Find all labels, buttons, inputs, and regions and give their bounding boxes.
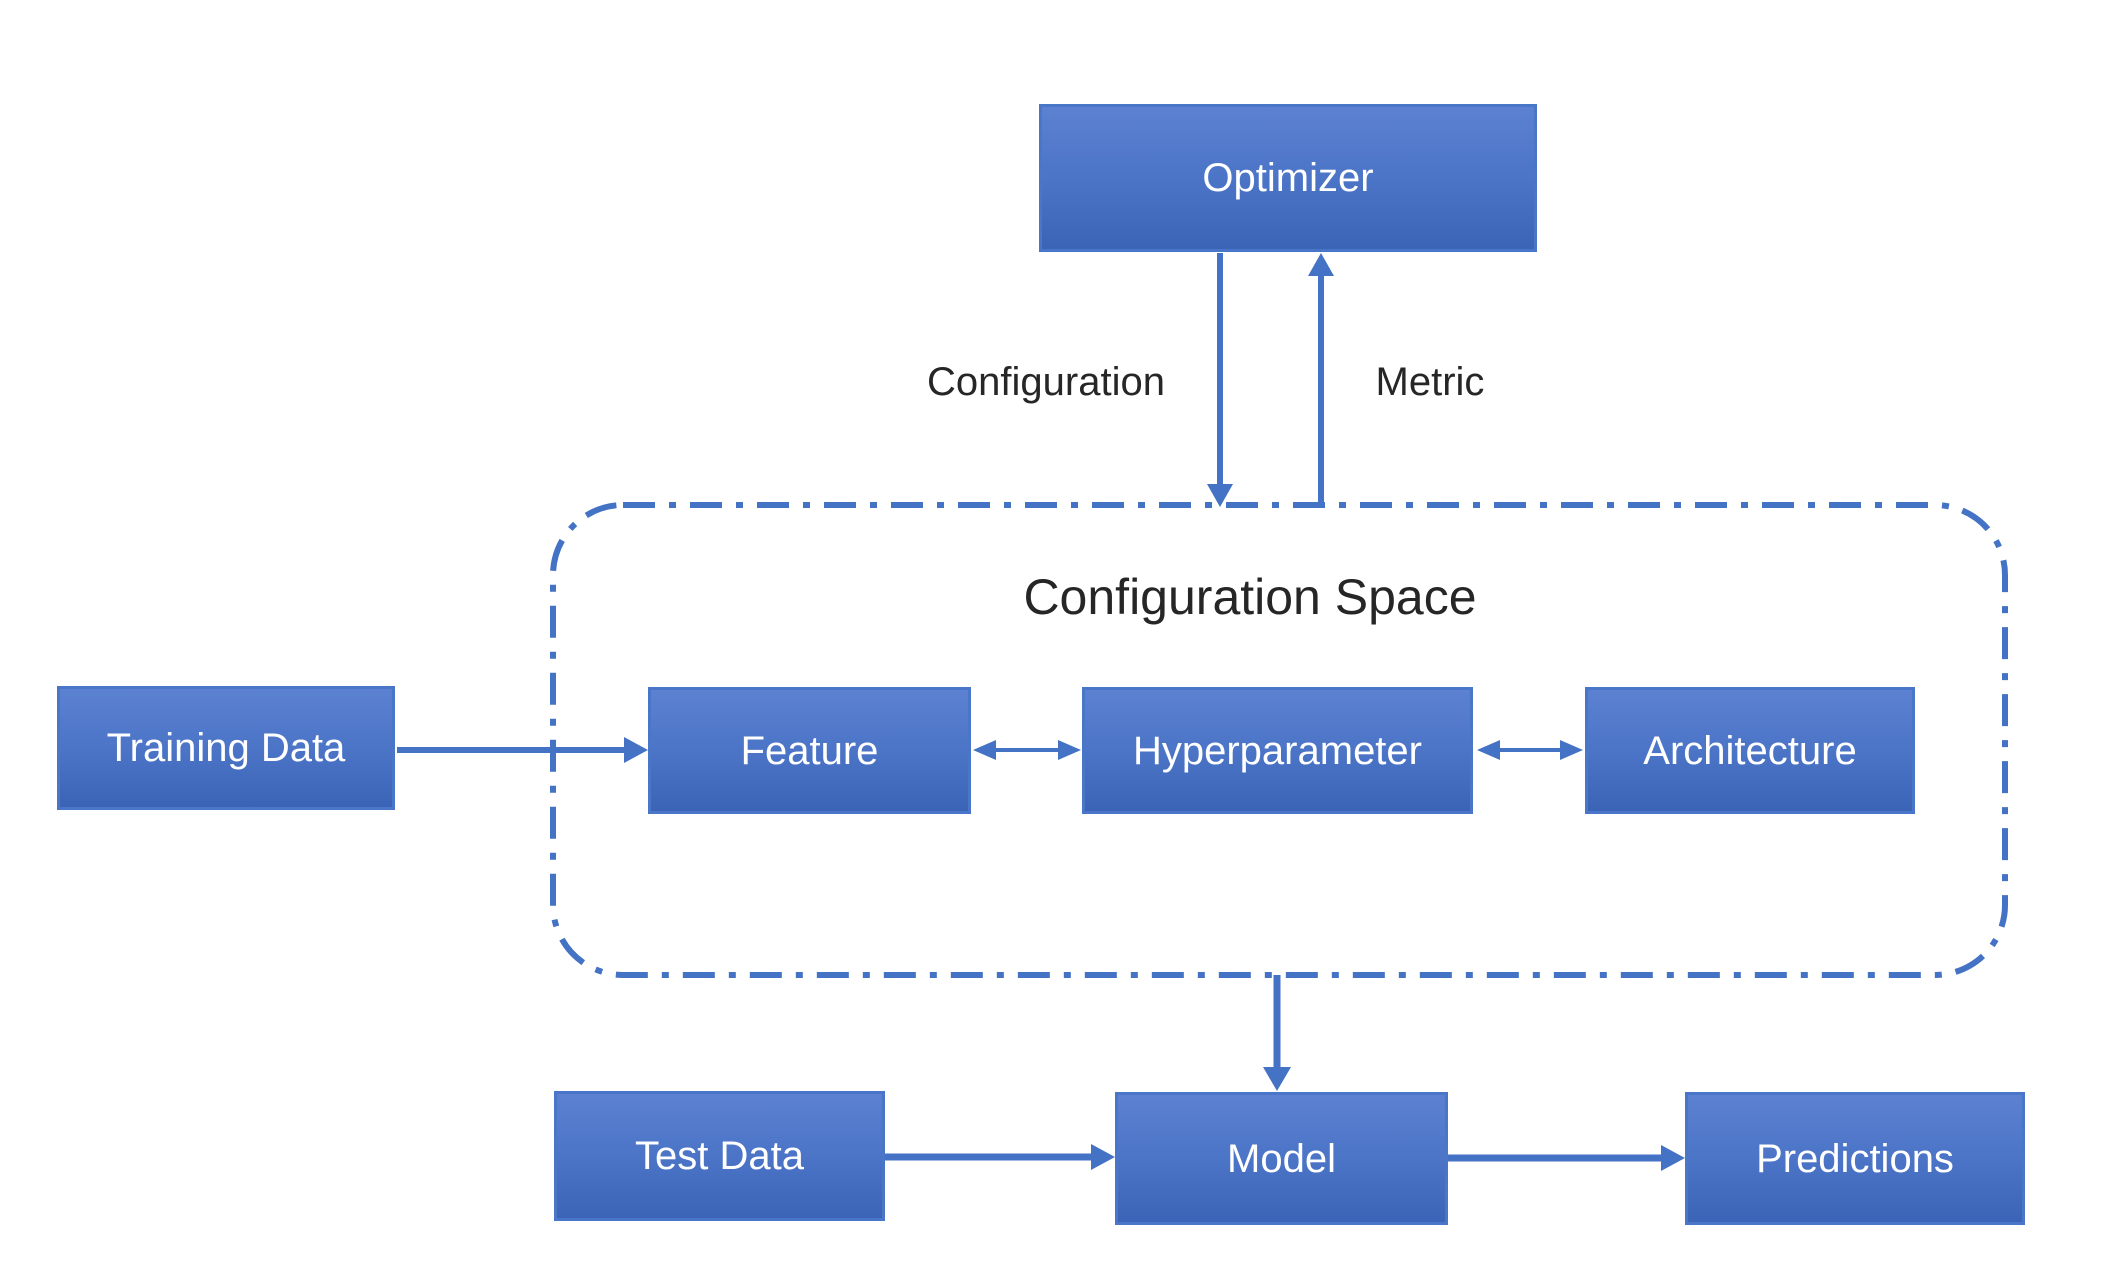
node-label: Model bbox=[1227, 1136, 1336, 1181]
arrow-feature-hyperparameter-bidirectional bbox=[973, 740, 1081, 760]
configuration-space-title: Configuration Space bbox=[1023, 569, 1477, 625]
edge-label-configuration: Configuration bbox=[927, 360, 1165, 404]
arrow-test-data-to-model bbox=[885, 1144, 1115, 1170]
node-label: Test Data bbox=[635, 1134, 804, 1178]
node-training-data: Training Data bbox=[57, 686, 395, 810]
node-label: Optimizer bbox=[1202, 156, 1374, 200]
arrow-config-space-to-optimizer bbox=[1308, 253, 1334, 505]
node-predictions: Predictions bbox=[1685, 1092, 2025, 1225]
node-model: Model bbox=[1115, 1092, 1448, 1225]
node-label: Predictions bbox=[1756, 1136, 1954, 1181]
node-test-data: Test Data bbox=[554, 1091, 885, 1221]
node-hyperparameter: Hyperparameter bbox=[1082, 687, 1473, 814]
arrow-training-data-to-feature bbox=[397, 737, 648, 763]
node-label: Hyperparameter bbox=[1132, 728, 1422, 773]
node-label: Architecture bbox=[1643, 728, 1857, 773]
node-label: Training Data bbox=[106, 726, 346, 770]
edge-label-metric: Metric bbox=[1375, 360, 1485, 404]
node-feature: Feature bbox=[648, 687, 971, 814]
node-optimizer: Optimizer bbox=[1039, 104, 1537, 252]
arrow-hyperparameter-architecture-bidirectional bbox=[1477, 740, 1583, 760]
configuration-space-boundary bbox=[550, 502, 2008, 978]
arrow-config-space-to-model bbox=[1263, 975, 1291, 1091]
arrow-optimizer-to-config-space bbox=[1207, 253, 1233, 507]
node-architecture: Architecture bbox=[1585, 687, 1915, 814]
node-label: Feature bbox=[740, 728, 879, 773]
arrow-model-to-predictions bbox=[1448, 1145, 1685, 1171]
